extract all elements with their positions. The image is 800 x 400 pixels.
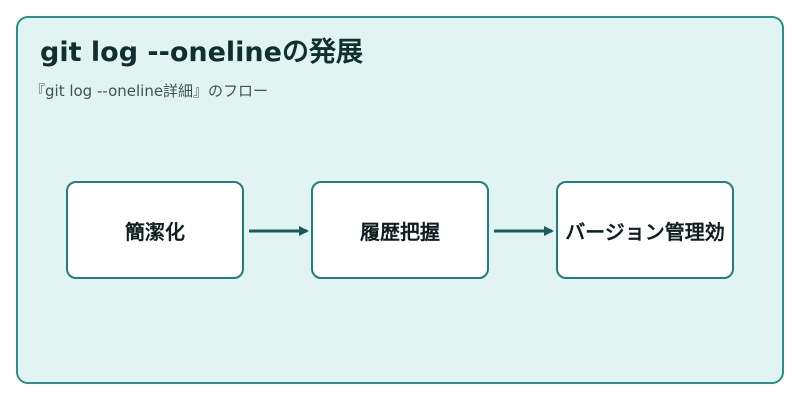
- flow-step-simplify: 簡潔化: [66, 181, 244, 279]
- flow-step-version-control: バージョン管理効: [556, 181, 734, 279]
- flow-step-history: 履歴把握: [311, 181, 489, 279]
- flow-step-label: 履歴把握: [360, 219, 440, 244]
- flow-step-label: 簡潔化: [125, 219, 185, 244]
- flow-step-label: バージョン管理効: [565, 219, 725, 244]
- diagram-title: git log --onelineの発展: [40, 37, 363, 68]
- diagram-subtitle: 『git log --oneline詳細』のフロー: [30, 82, 269, 100]
